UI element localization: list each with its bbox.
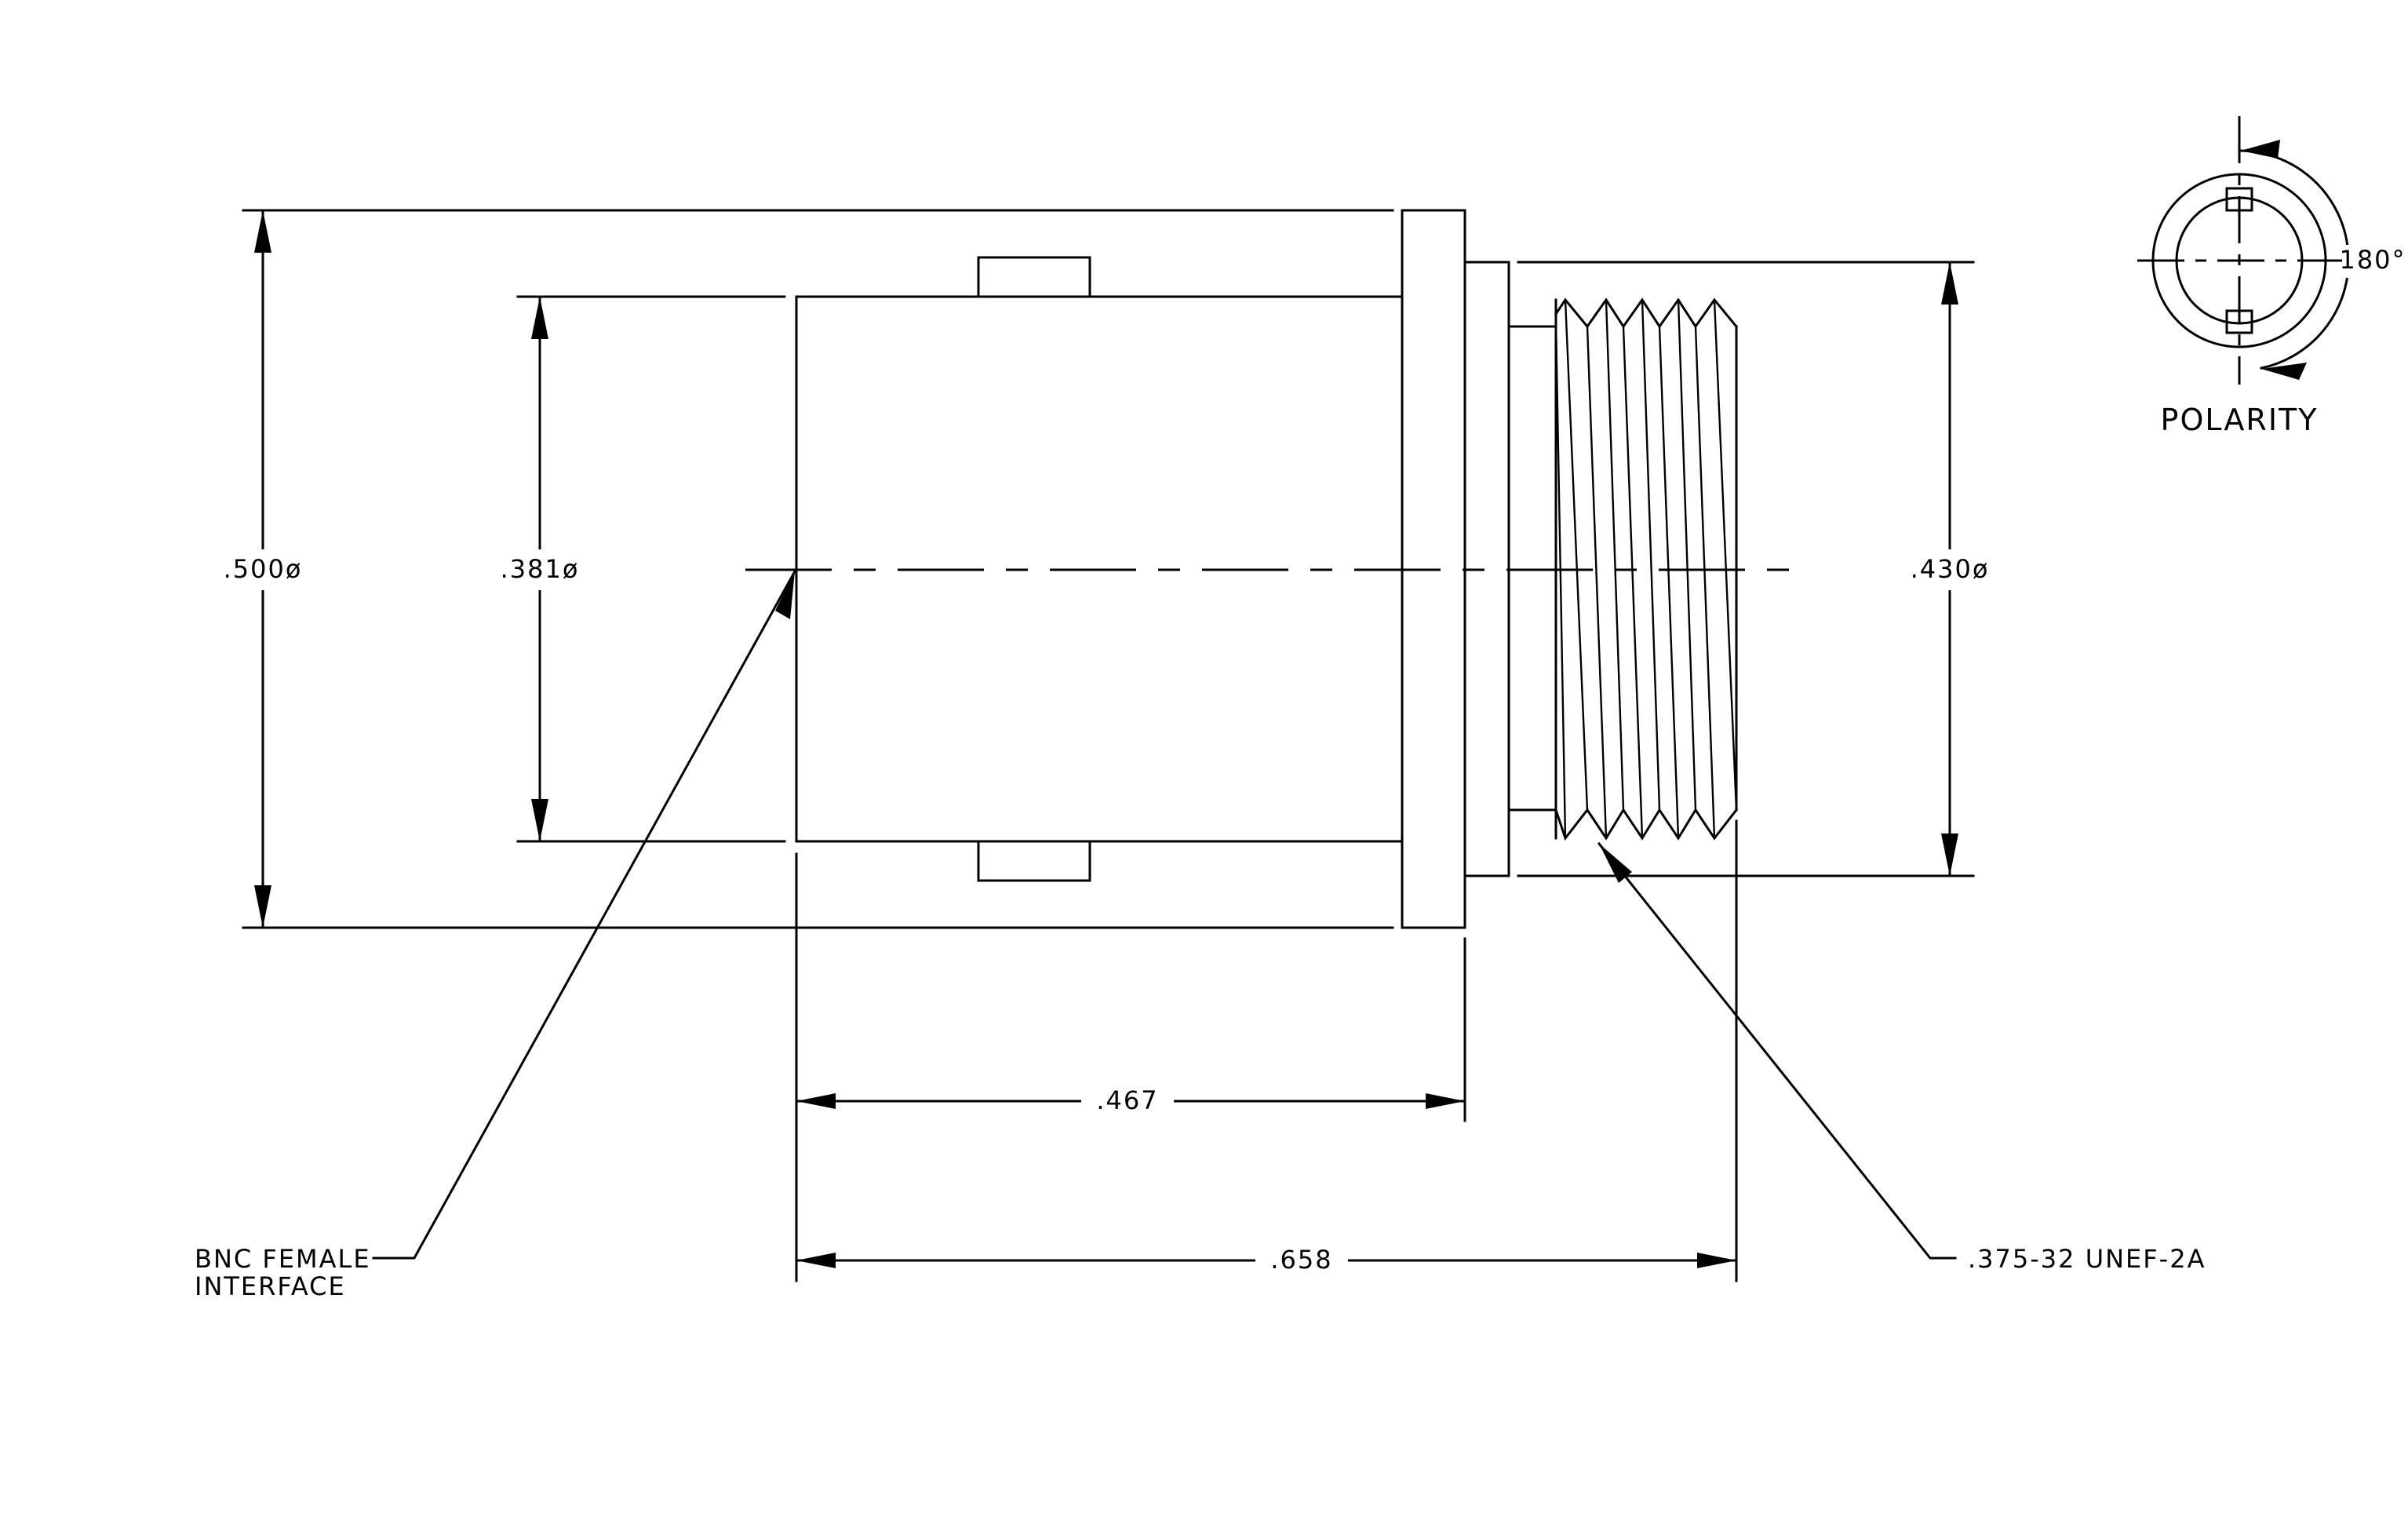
- polarity-angle-label: 180°: [2339, 245, 2406, 275]
- dim-thread-diameter: .430ø: [1897, 261, 2002, 877]
- flange-length-label: .467: [1096, 1085, 1158, 1115]
- dim-overall-length: .658: [795, 1241, 1738, 1280]
- leader-thread: .375-32 UNEF-2A: [1597, 841, 2206, 1274]
- dim-outer-diameter: .500ø: [210, 209, 315, 929]
- polarity-symbol: 180° POLARITY: [2137, 116, 2406, 437]
- body-diameter-label: .381ø: [501, 554, 580, 584]
- thread-section: [1554, 297, 1739, 841]
- extension-lines: [242, 209, 1975, 1282]
- thread-spec-label: .375-32 UNEF-2A: [1968, 1244, 2206, 1274]
- overall-length-label: .658: [1270, 1245, 1332, 1275]
- dim-body-diameter: .381ø: [486, 295, 593, 843]
- interface-label-line1: BNC FEMALE: [195, 1244, 371, 1274]
- interface-label-line2: INTERFACE: [195, 1271, 346, 1301]
- outer-diameter-label: .500ø: [224, 554, 303, 584]
- dim-flange-length: .467: [795, 1081, 1466, 1121]
- thread-diameter-label: .430ø: [1911, 554, 1990, 584]
- leader-interface: BNC FEMALE INTERFACE: [195, 569, 797, 1301]
- polarity-label: POLARITY: [2161, 403, 2319, 437]
